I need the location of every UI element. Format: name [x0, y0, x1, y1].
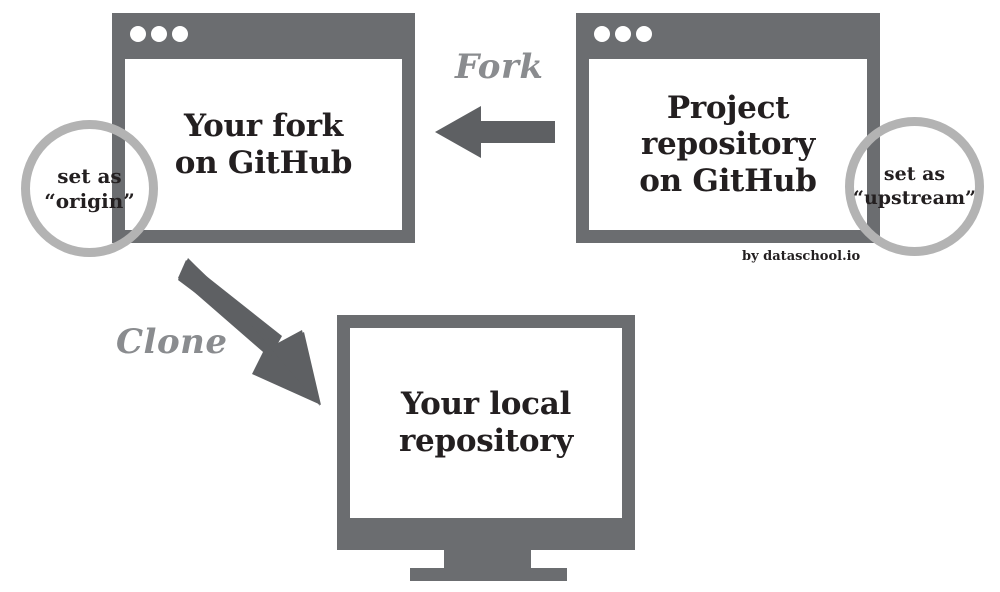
window-dot-3-icon [172, 26, 188, 42]
window-content-area: Project repository on GitHub [589, 59, 867, 230]
window-dot-1-icon [130, 26, 146, 42]
window-dot-2-icon [151, 26, 167, 42]
fork-arrow-label: Fork [455, 47, 544, 87]
monitor-neck [444, 550, 531, 569]
credit-attribution: by dataschool.io [742, 249, 861, 264]
monitor-your-local-repository: Your local repository [337, 315, 635, 550]
fork-window-label: Your fork on GitHub [174, 107, 353, 181]
browser-window-your-fork: Your fork on GitHub [112, 13, 415, 243]
clone-arrow-label: Clone [116, 322, 228, 362]
monitor-label: Your local repository [399, 386, 573, 459]
window-titlebar [576, 13, 880, 59]
monitor-base [410, 568, 567, 581]
annotation-circle-upstream: set as “upstream” [845, 117, 984, 256]
clone-arrow-icon [178, 258, 321, 406]
window-dot-1-icon [594, 26, 610, 42]
annotation-circle-origin: set as “origin” [21, 120, 158, 257]
window-content-area: Your fork on GitHub [125, 59, 402, 230]
window-titlebar [112, 13, 415, 59]
annotation-origin-label: set as “origin” [44, 164, 135, 213]
annotation-upstream-label: set as “upstream” [853, 163, 976, 209]
browser-window-project-repository: Project repository on GitHub [576, 13, 880, 243]
window-dot-3-icon [636, 26, 652, 42]
fork-arrow-icon [435, 106, 555, 158]
project-window-label: Project repository on GitHub [639, 89, 817, 199]
monitor-screen-area: Your local repository [350, 328, 622, 518]
window-dot-2-icon [615, 26, 631, 42]
